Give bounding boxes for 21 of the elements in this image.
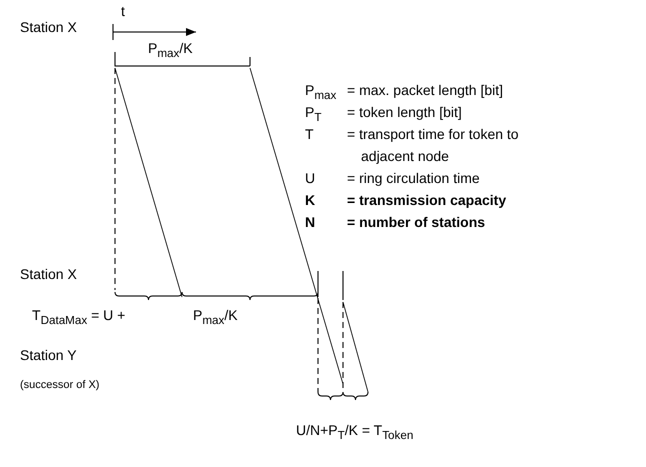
- formula: T$_{DataMax}$ = U +: [32, 307, 126, 329]
- definition: = token length [bit]: [347, 104, 462, 121]
- station-note: (successor of X): [20, 378, 100, 393]
- definition: = transmission capacity: [347, 192, 506, 209]
- symbol: U: [305, 170, 316, 187]
- symbol: N: [305, 214, 316, 231]
- station-label: Station X: [20, 19, 77, 36]
- definition: = transport time for token to adjacent node: [347, 125, 520, 166]
- duration-label: P$_{max}$/K: [148, 40, 193, 62]
- duration-label: P$_{max}$/K: [193, 307, 238, 329]
- formula: U/N+P$_{T}$/K = T$_{Token}$: [296, 422, 414, 444]
- symbol: T: [305, 126, 314, 143]
- time-label: t: [121, 3, 125, 20]
- station-label: Station Y: [20, 347, 77, 364]
- symbol: P$_{max}$: [305, 82, 336, 104]
- symbol: K: [305, 192, 316, 209]
- definition: = ring circulation time: [347, 170, 480, 187]
- symbol: P$_{T}$: [305, 104, 322, 126]
- definition: = number of stations: [347, 214, 486, 231]
- definition: = max. packet length [bit]: [347, 82, 504, 99]
- station-label: Station X: [20, 266, 77, 283]
